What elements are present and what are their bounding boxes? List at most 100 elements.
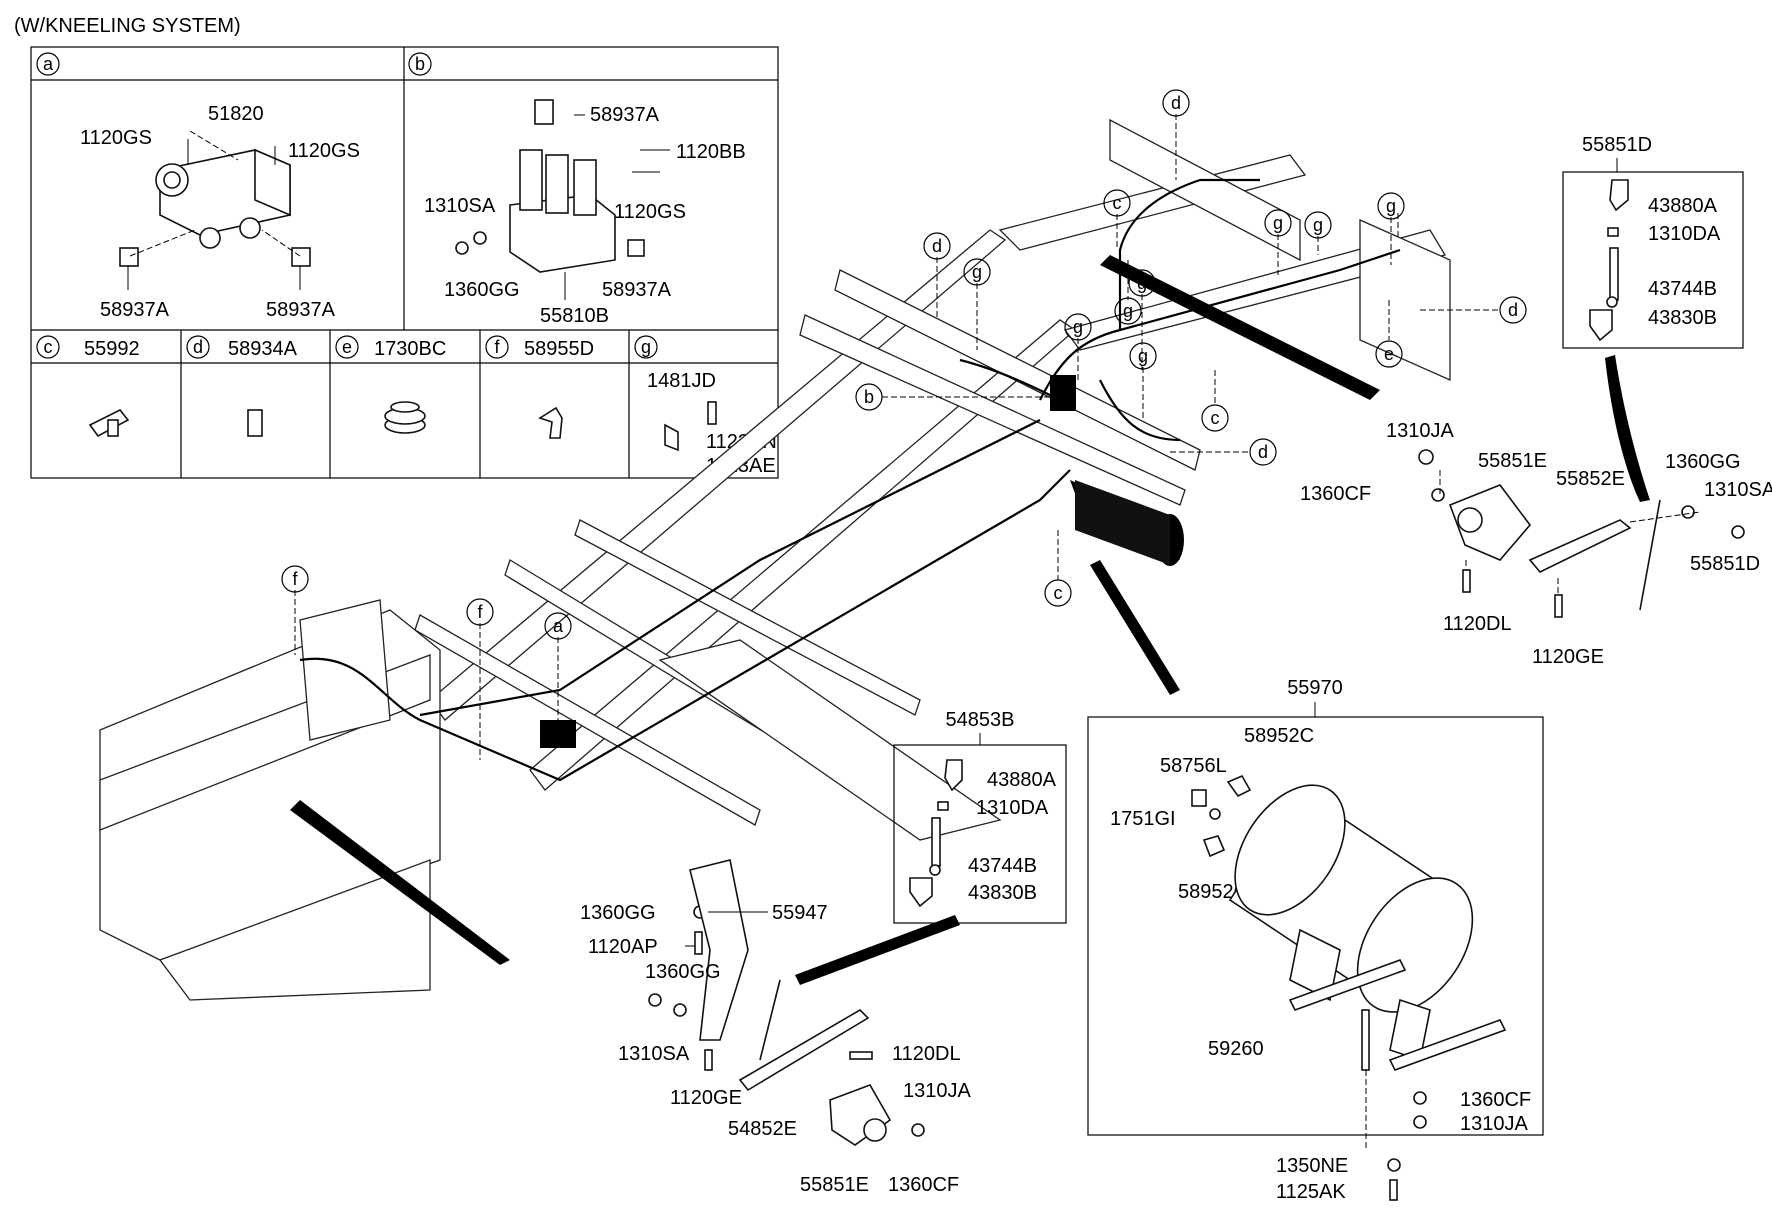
bolt-icon <box>1361 1009 1370 1071</box>
callout-g: g <box>1138 346 1148 366</box>
bolt-icon <box>694 931 703 955</box>
front-part-1360GG-2: 1360GG <box>645 961 721 983</box>
washer-icon <box>1607 227 1619 237</box>
air-tank-55970-icon <box>1228 784 1474 1062</box>
pointer-arrow <box>1090 560 1180 695</box>
washer-icon <box>673 1003 687 1017</box>
front-part-1310SA: 1310SA <box>618 1043 690 1065</box>
part-1125AK: 1125AK <box>1276 1181 1346 1203</box>
a-part-51820: 51820 <box>208 103 264 125</box>
inset-part-55992: 55992 <box>84 338 140 360</box>
air-hoses <box>299 178 1401 782</box>
rod-icon <box>931 817 941 867</box>
group-55851D-title: 55851D <box>1582 134 1652 156</box>
b-part-58937A-top: 58937A <box>590 104 660 126</box>
callout-g: g <box>1137 273 1147 293</box>
washer-icon <box>937 801 949 811</box>
right-part-1310JA: 1310JA <box>1386 420 1454 442</box>
group-55970: 55970 58952C 58756L 1751GI 58952C 59260 … <box>1087 677 1544 1150</box>
bolt-icon <box>1462 569 1471 593</box>
g55970-part-58952C-bottom: 58952C <box>1178 881 1248 903</box>
callout-b: b <box>864 387 874 407</box>
b-part-1310SA: 1310SA <box>424 195 496 217</box>
right-part-1360GG: 1360GG <box>1665 451 1741 473</box>
lever-arm-icon <box>1528 519 1632 573</box>
g55970-part-59260: 59260 <box>1208 1038 1264 1060</box>
bracket-icon <box>689 859 749 1041</box>
inset-key-b: b <box>415 54 425 74</box>
ball-socket-icon <box>909 877 933 908</box>
group-55851D-part-43744B: 43744B <box>1648 278 1717 300</box>
drain-valve-icon <box>1209 808 1221 820</box>
right-part-1360CF: 1360CF <box>1300 483 1371 505</box>
group-54853B-part-43830B: 43830B <box>968 882 1037 904</box>
g-part-1481JD: 1481JD <box>647 370 716 392</box>
bolt-icon <box>1389 1179 1398 1201</box>
right-part-1310SA: 1310SA <box>1704 479 1772 501</box>
inset-part-58955D: 58955D <box>524 338 594 360</box>
inset-key-e: e <box>342 337 352 357</box>
callout-f: f <box>477 602 483 622</box>
right-part-55851E: 55851E <box>1478 450 1547 472</box>
g55970-part-1751GI: 1751GI <box>1110 808 1176 830</box>
callout-c: c <box>1054 583 1063 603</box>
lever-arm-icon <box>738 1008 870 1092</box>
nut-icon <box>648 993 662 1007</box>
front-part-55851E: 55851E <box>800 1174 869 1196</box>
group-55851D-part-1310DA: 1310DA <box>1648 223 1721 245</box>
elbow-fitting-icon <box>538 406 563 439</box>
front-part-1310JA: 1310JA <box>903 1080 971 1102</box>
ball-joint-icon <box>944 759 963 792</box>
callout-d: d <box>1258 442 1268 462</box>
valve-b-icon <box>1050 375 1076 411</box>
link-rod-icon <box>759 979 781 1061</box>
b-part-55810B: 55810B <box>540 305 609 327</box>
g55970-part-58952C-top: 58952C <box>1244 725 1314 747</box>
group-55970-title: 55970 <box>1287 677 1343 699</box>
link-rod-icon <box>1639 499 1661 611</box>
diagram-title: (W/KNEELING SYSTEM) <box>14 15 241 37</box>
valve-a-icon <box>540 720 576 748</box>
callout-d: d <box>1171 93 1181 113</box>
right-part-1120GE: 1120GE <box>1532 646 1604 668</box>
mount-strap-icon <box>1388 1019 1507 1071</box>
pointer-arrow <box>795 915 960 985</box>
inset-key-c: c <box>44 337 53 357</box>
a-part-58937A-right: 58937A <box>266 299 336 321</box>
nut-icon <box>929 864 941 876</box>
chassis-callouts: d c g d g g g e d g b g c d c f f a g <box>281 89 1527 760</box>
a-part-1120GS-left: 1120GS <box>80 127 152 149</box>
rod-icon <box>1609 247 1619 301</box>
callout-g: g <box>1073 317 1083 337</box>
bolt-icon <box>1554 594 1563 618</box>
valve-51820-icon <box>119 130 311 290</box>
callout-c: c <box>1113 193 1122 213</box>
pointer-arrow <box>1100 255 1380 400</box>
callout-c: c <box>1211 408 1220 428</box>
g55970-part-1360CF: 1360CF <box>1460 1089 1531 1111</box>
callout-d: d <box>1508 300 1518 320</box>
callout-g: g <box>1386 196 1396 216</box>
group-55851D-part-43830B: 43830B <box>1648 307 1717 329</box>
pointer-arrow <box>290 800 510 965</box>
front-part-1360CF: 1360CF <box>888 1174 959 1196</box>
a-part-1120GS-right: 1120GS <box>288 140 360 162</box>
tee-fitting-icon <box>88 408 130 438</box>
inset-part-1730BC: 1730BC <box>374 338 446 360</box>
washer-icon <box>1681 505 1695 519</box>
inset-key-g: g <box>641 337 651 357</box>
front-part-1120DL: 1120DL <box>892 1043 961 1065</box>
washer-icon <box>1387 1158 1401 1172</box>
callout-g: g <box>1123 301 1133 321</box>
nut-icon <box>1731 525 1745 539</box>
group-54853B-part-43744B: 43744B <box>968 855 1037 877</box>
g55970-part-58756L: 58756L <box>1160 755 1227 777</box>
g55970-part-1310JA: 1310JA <box>1460 1113 1528 1135</box>
group-54853B: 54853B 43880A 1310DA 43744B 43830B <box>893 709 1067 924</box>
inset-key-f: f <box>494 337 500 357</box>
nut-icon <box>1418 449 1434 465</box>
grommet-icon <box>384 401 426 434</box>
fitting-icon <box>247 409 263 437</box>
pointer-arrow <box>1605 355 1650 502</box>
b-part-1120GS: 1120GS <box>614 201 686 223</box>
